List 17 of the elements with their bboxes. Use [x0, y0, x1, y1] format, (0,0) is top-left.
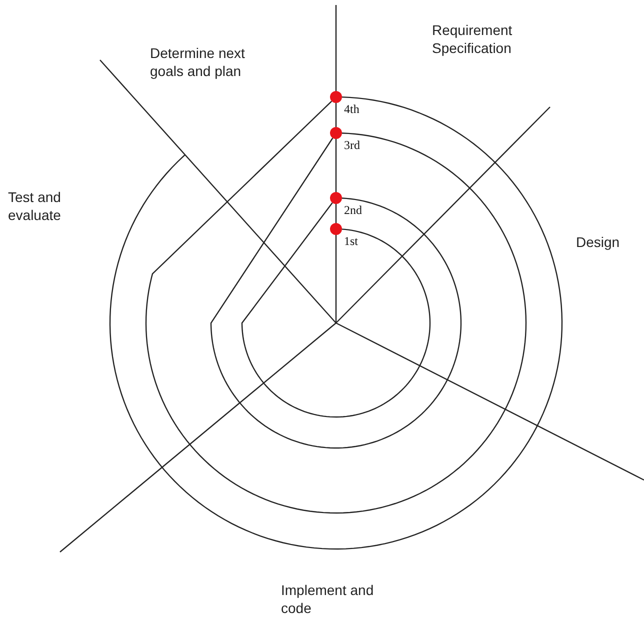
spiral-point-dot [330, 192, 342, 204]
loop-label: 3rd [344, 138, 360, 153]
spiral-loop [109, 96, 563, 550]
spiral-loop [241, 202, 431, 418]
loop-label: 4th [344, 102, 360, 117]
phase-label: Requirement Specification [432, 21, 514, 57]
phase-label: Determine next goals and plan [150, 44, 246, 80]
phase-label: Design [576, 233, 621, 251]
loop-label: 1st [344, 234, 358, 249]
spiral-point-dot [330, 91, 342, 103]
spiral-loop [210, 138, 462, 449]
phase-label: Implement and code [281, 581, 375, 617]
loop-label: 2nd [344, 203, 362, 218]
spiral-point-dot [330, 127, 342, 139]
phase-label: Test and evaluate [8, 188, 62, 224]
spiral-point-dot [330, 223, 342, 235]
spiral-loop [145, 100, 527, 514]
